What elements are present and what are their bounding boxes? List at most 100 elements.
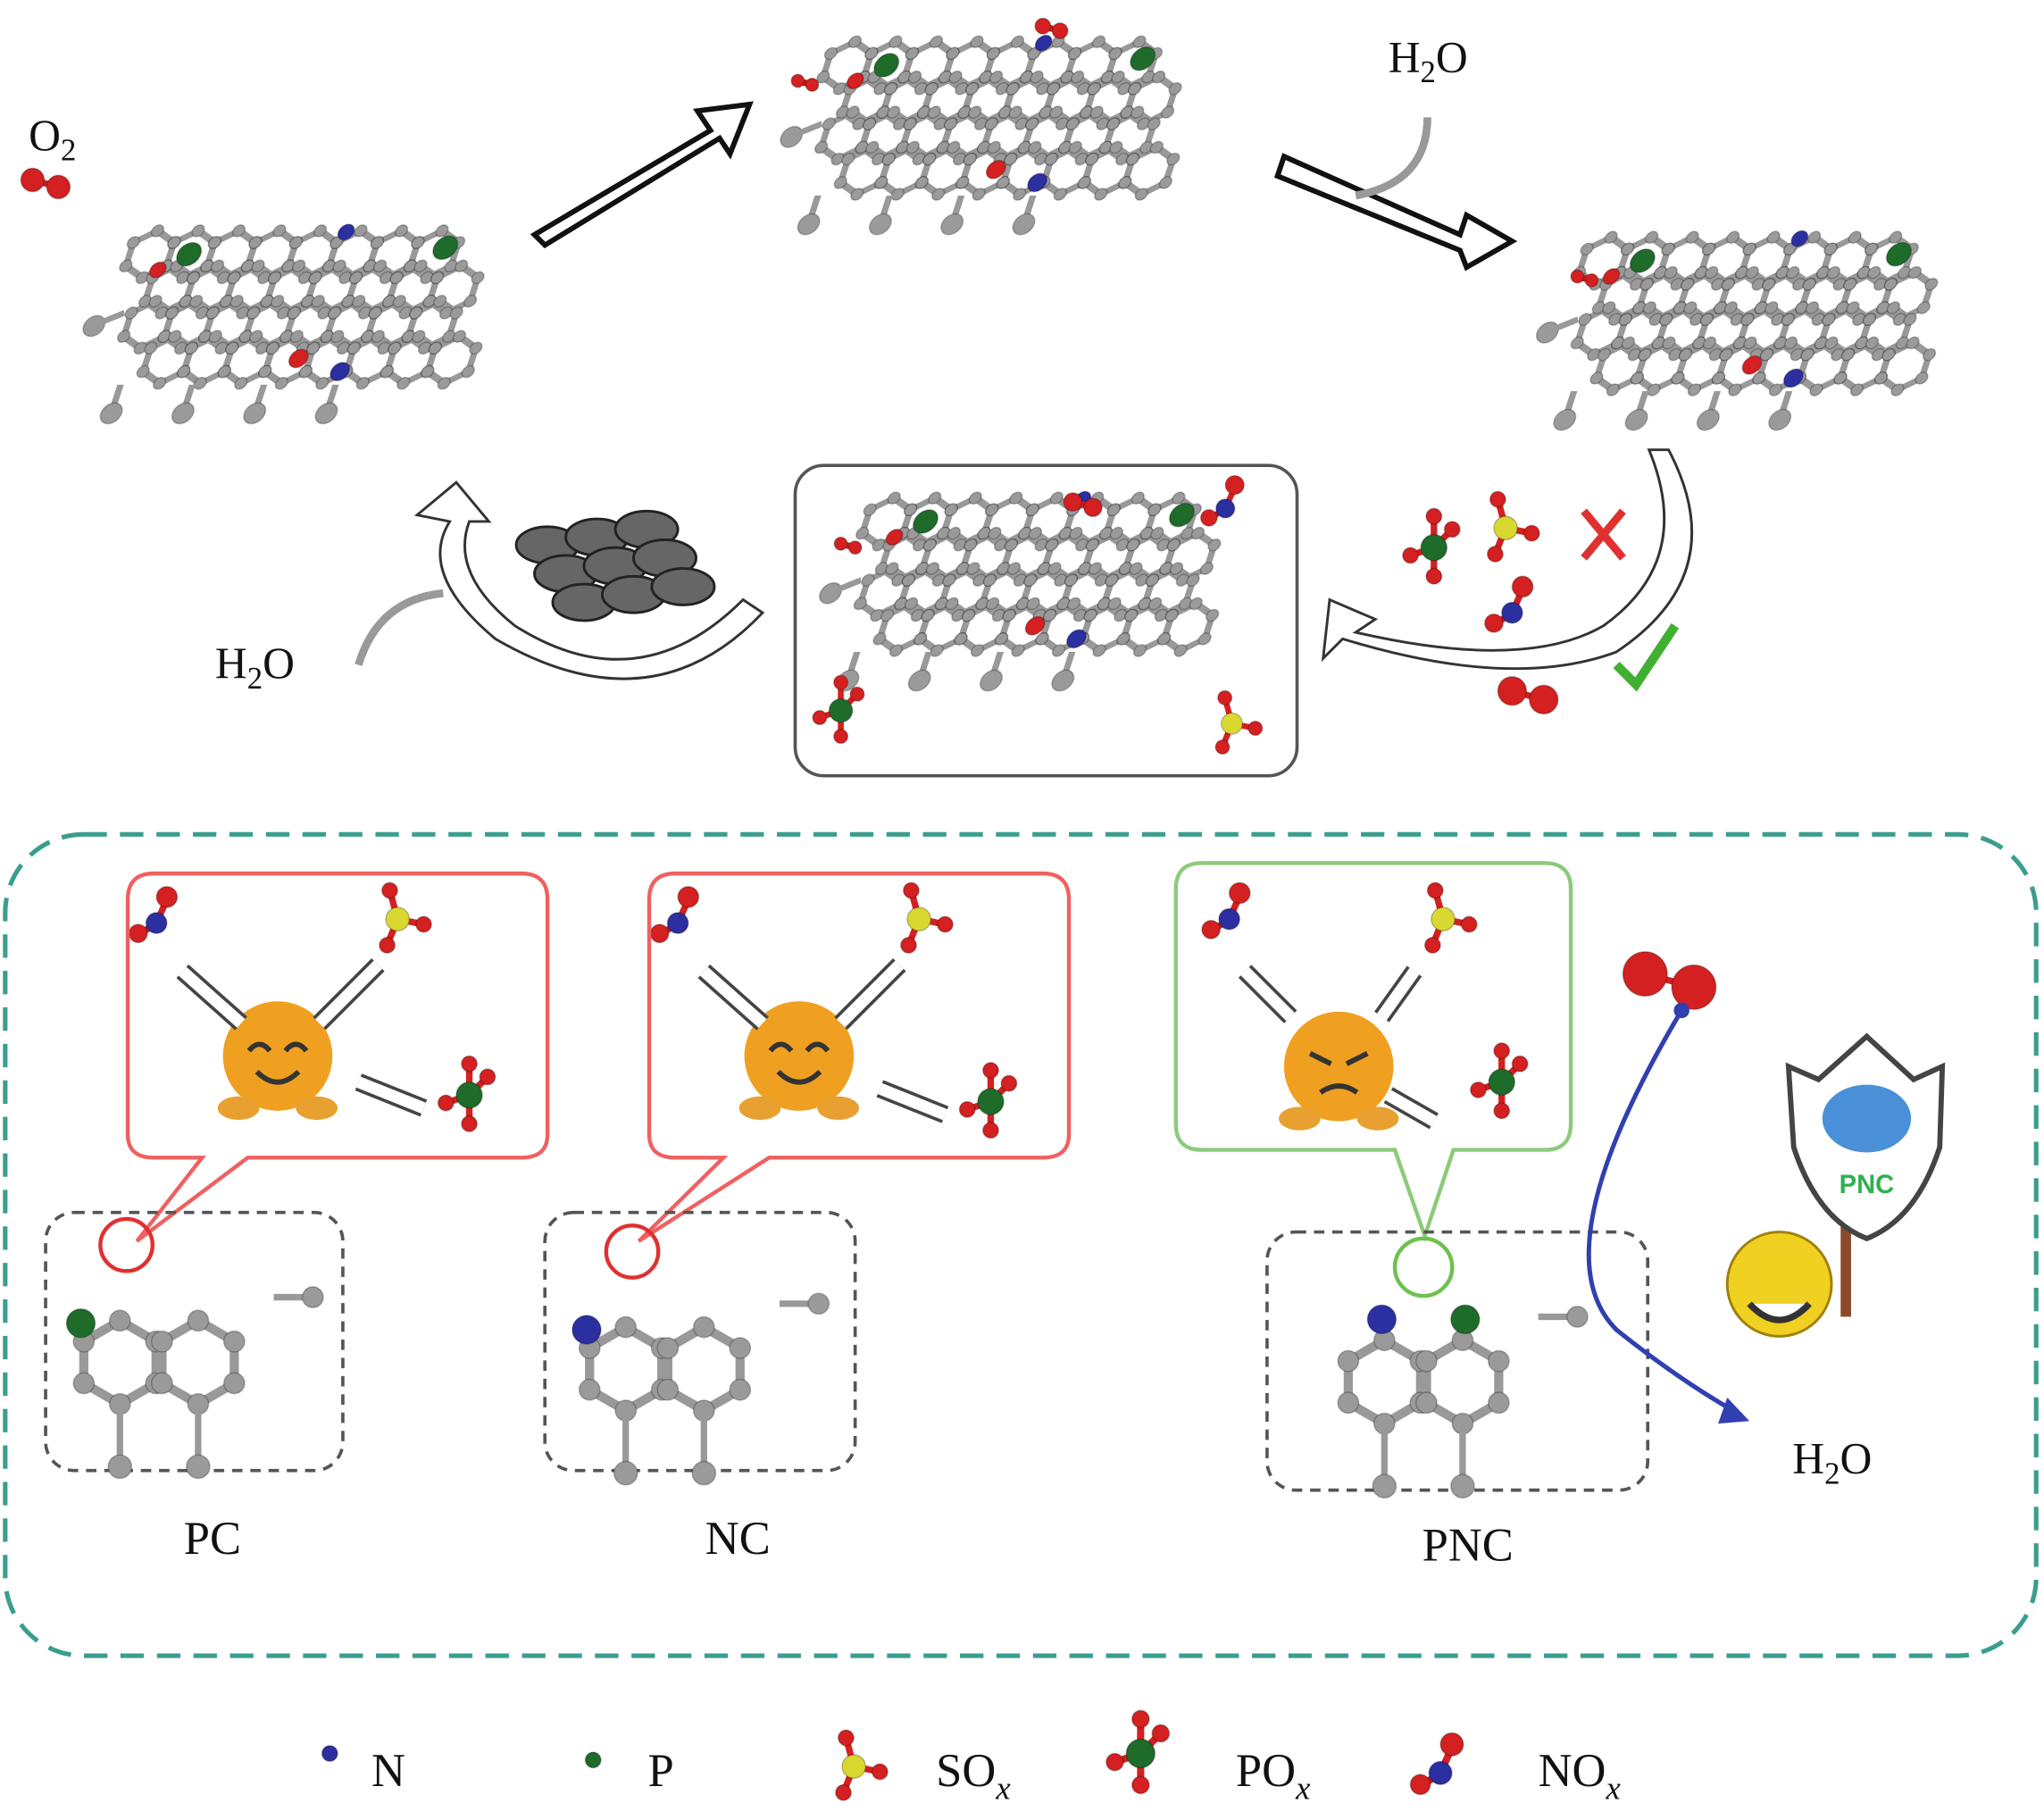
carbon-atom <box>1028 526 1043 540</box>
carbon-atom <box>433 294 447 308</box>
oxygen-atom <box>835 1783 852 1801</box>
carbon-atom <box>449 306 463 320</box>
carbon-atom <box>1145 573 1160 587</box>
carbon-atom <box>904 597 919 611</box>
arrows <box>355 101 1694 692</box>
carbon-atom <box>988 526 1002 540</box>
carbon-atom <box>298 364 313 379</box>
grin <box>1747 1301 1812 1323</box>
carbon-atom <box>903 117 917 131</box>
carbon-atom <box>177 364 191 379</box>
carbon-atom <box>1924 277 1939 291</box>
carbon-atom <box>922 538 938 552</box>
bond <box>798 121 822 137</box>
oxygen-atom <box>1439 1732 1464 1757</box>
carbon-atom <box>1166 152 1181 166</box>
oxygen-atom <box>677 885 700 908</box>
carbon-atom <box>1088 562 1103 575</box>
carbon-atom <box>1172 491 1186 505</box>
graphene-sheet-after-h2o <box>1535 230 1939 431</box>
carbon-atom <box>1123 608 1139 622</box>
carbon-atom <box>1602 301 1616 314</box>
pox-molecule <box>1105 1709 1171 1795</box>
edge-carbon <box>1535 321 1560 344</box>
edge-carbon <box>907 669 931 692</box>
carbon-atom <box>890 188 905 201</box>
pc-active-site-marker <box>98 1216 154 1273</box>
oxygen-atom <box>1511 575 1534 598</box>
oxygen-atom <box>1034 17 1052 35</box>
oxygen-atom <box>833 674 849 690</box>
edge-carbon <box>819 581 843 605</box>
carbon-atom <box>1711 372 1726 385</box>
oxygen-atom <box>1602 268 1621 286</box>
carbon-atom <box>1064 573 1079 587</box>
carbon-atom <box>1044 152 1059 166</box>
carbon-atom <box>108 1309 131 1332</box>
carbon-atom <box>1147 117 1161 131</box>
carbon-atom <box>880 608 895 622</box>
carbon-atom <box>461 364 476 379</box>
o2-to-h2o-path <box>1586 1009 1742 1417</box>
oxygen-atom <box>958 1100 976 1118</box>
carbon-atom <box>1848 230 1862 245</box>
carbon-atom <box>985 503 999 517</box>
carbon-atom <box>1026 597 1040 611</box>
carbon-atom <box>1604 230 1618 245</box>
edge-carbon <box>691 1460 717 1486</box>
edge-carbon <box>1768 408 1792 431</box>
bond <box>101 310 125 325</box>
carbon-atom <box>1867 265 1881 280</box>
sox-molecule <box>1214 689 1264 756</box>
nc-happy-face <box>738 1001 860 1121</box>
carbon-atom <box>944 117 958 131</box>
carbon-atom <box>1745 265 1759 280</box>
oxygen-atom <box>461 1055 479 1073</box>
nox-molecule <box>128 885 179 944</box>
carbon-atom <box>1168 82 1182 96</box>
carbon-atom <box>1125 152 1140 166</box>
phosphorus-atom <box>873 53 900 78</box>
carbon-atom <box>955 176 970 189</box>
oxygen-atom <box>1511 1055 1529 1073</box>
oxygen-atom <box>1423 936 1441 954</box>
carbon-atom <box>964 538 978 552</box>
carbon-atom <box>1886 301 1901 314</box>
edge-carbon <box>979 669 1004 692</box>
carbon-atom <box>126 236 141 249</box>
legend-n-icon <box>321 1745 338 1762</box>
legend-label-nox: NOx <box>1539 1745 1622 1807</box>
carbon-atom <box>1826 265 1840 280</box>
carbon-atom <box>847 35 863 49</box>
nitrogen-atom <box>1034 34 1053 52</box>
carbon-atom <box>1009 491 1023 505</box>
carbon-atom <box>1687 383 1702 397</box>
oxygen-atom <box>20 167 46 193</box>
carbon-atom <box>1070 70 1085 84</box>
oxygen-atom <box>833 536 848 551</box>
carbon-atom <box>930 644 944 657</box>
face <box>1283 1011 1394 1122</box>
carbon-atom <box>389 271 404 285</box>
edge-carbon <box>940 213 964 236</box>
carbon-atom <box>1805 301 1820 314</box>
phosphorus-atom <box>65 1307 96 1339</box>
carbon-atom <box>392 294 406 308</box>
carbon-atom <box>1107 597 1122 611</box>
carbon-atom <box>394 224 409 238</box>
carbon-atom <box>1173 644 1188 657</box>
edge-carbon <box>868 213 892 236</box>
carbon-atom <box>816 70 830 84</box>
carbon-atom <box>889 644 904 657</box>
carbon-atom <box>729 1378 752 1401</box>
oxygen-atom <box>846 72 864 90</box>
oxygen-atom <box>1425 507 1443 525</box>
carbon-atom <box>1768 383 1783 397</box>
carbon-atom <box>928 491 942 505</box>
carbon-atom <box>1849 383 1865 397</box>
oxygen-atom <box>437 1094 455 1112</box>
pox-molecule <box>1469 1042 1529 1120</box>
oxygen-atom <box>1063 492 1083 513</box>
carbon-atom <box>151 1372 173 1395</box>
carbon-atom <box>352 294 366 308</box>
